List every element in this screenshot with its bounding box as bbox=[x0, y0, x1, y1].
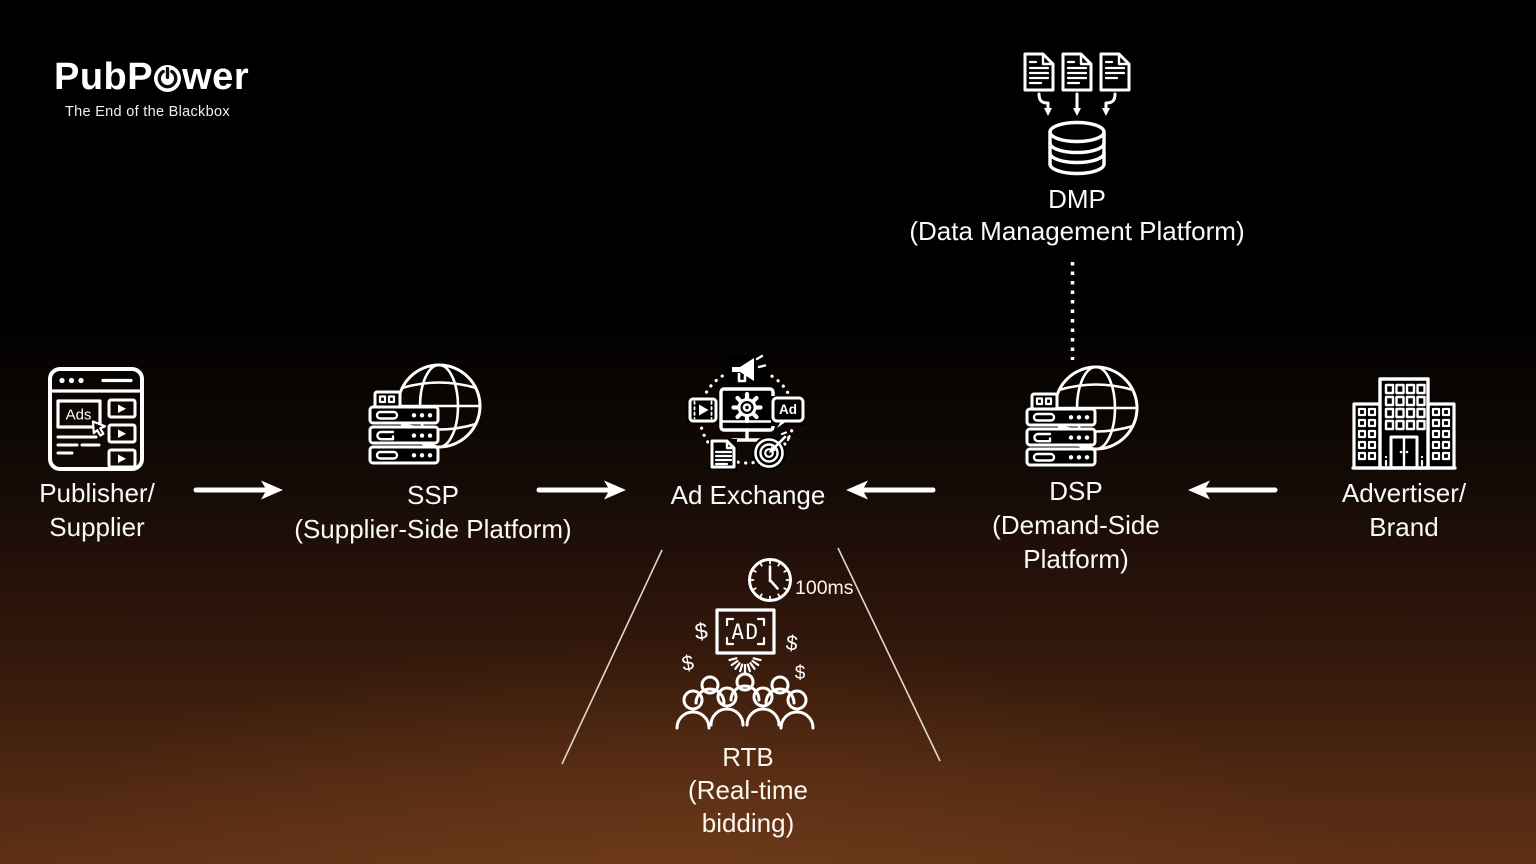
documents-to-database-icon bbox=[1023, 52, 1131, 176]
ssp-label-line2: (Supplier-Side Platform) bbox=[294, 514, 572, 544]
dsp-label: DSP (Demand-Side Platform) bbox=[926, 474, 1226, 576]
document-icon bbox=[1061, 52, 1093, 92]
down-arrow-icon bbox=[1037, 92, 1117, 116]
publisher-label: Publisher/ Supplier bbox=[0, 476, 202, 544]
dsp-label-line3: Platform) bbox=[1023, 544, 1129, 574]
publisher-label-line2: Supplier bbox=[49, 512, 145, 542]
document-icon bbox=[1099, 52, 1131, 92]
browser-ads-icon: Ads bbox=[48, 367, 144, 471]
cursor-icon bbox=[91, 420, 107, 437]
svg-text:$: $ bbox=[693, 617, 709, 644]
svg-text:$: $ bbox=[795, 663, 806, 684]
office-building-icon bbox=[1351, 377, 1457, 470]
ssp-label: SSP (Supplier-Side Platform) bbox=[258, 478, 608, 546]
dollar-sign-icon: $ $ $ $ bbox=[680, 617, 806, 684]
svg-text:$: $ bbox=[785, 631, 799, 655]
clock-icon bbox=[748, 558, 792, 602]
adtech-hub-icon: Ad bbox=[687, 354, 805, 470]
ad-sign-text: AD bbox=[731, 620, 759, 644]
logo-tagline: The End of the Blackbox bbox=[65, 104, 230, 120]
video-ad-icon bbox=[687, 396, 719, 424]
latency-value: 100ms bbox=[795, 577, 854, 599]
rtb-label-line1: RTB bbox=[722, 742, 774, 772]
rays-icon bbox=[728, 657, 762, 674]
logo-text-suffix: wer bbox=[182, 56, 250, 98]
ads-badge-text: Ads bbox=[66, 407, 92, 424]
ad-sign-icon: AD bbox=[715, 608, 776, 655]
rtb-label-line3: bidding) bbox=[701, 808, 795, 838]
dmp-title: DMP bbox=[1048, 184, 1106, 214]
rtb-label: RTB (Real-time bidding) bbox=[628, 741, 868, 840]
database-icon bbox=[1048, 120, 1106, 176]
target-dart-icon bbox=[752, 431, 791, 470]
crowd-icon bbox=[675, 672, 815, 730]
advertiser-label: Advertiser/ Brand bbox=[1302, 476, 1506, 544]
publisher-label-line1: Publisher/ bbox=[39, 478, 155, 508]
document-icon bbox=[1023, 52, 1055, 92]
power-icon bbox=[154, 65, 182, 92]
dmp-subtitle: (Data Management Platform) bbox=[909, 216, 1245, 246]
ad-bubble-text: Ad bbox=[779, 402, 797, 417]
advertiser-label-line1: Advertiser/ bbox=[1341, 478, 1467, 508]
dsp-label-line2: (Demand-Side bbox=[992, 510, 1160, 540]
server-globe-icon bbox=[1025, 365, 1139, 467]
logo-text-prefix: PubP bbox=[54, 56, 154, 98]
rtb-label-line2: (Real-time bbox=[688, 775, 808, 805]
advertiser-label-line2: Brand bbox=[1369, 512, 1439, 542]
svg-text:$: $ bbox=[680, 651, 696, 676]
ad-exchange-label: Ad Exchange bbox=[628, 478, 868, 512]
document-icon bbox=[709, 439, 737, 470]
dmp-dsp-dotted-connector bbox=[1070, 262, 1075, 360]
ad-bubble-icon: Ad bbox=[771, 396, 805, 428]
ad-auction-crowd-icon: AD $ $ $ $ bbox=[675, 608, 815, 730]
door-icon bbox=[1384, 435, 1424, 470]
dsp-label-line1: DSP bbox=[1049, 476, 1103, 506]
ssp-label-line1: SSP bbox=[406, 480, 460, 510]
megaphone-icon bbox=[727, 354, 769, 385]
rtb-expansion-lines bbox=[561, 547, 941, 765]
logo-wordmark: PubP wer bbox=[54, 56, 249, 99]
server-globe-icon bbox=[368, 363, 482, 465]
pubpower-logo: PubP wer The End of the Blackbox bbox=[54, 56, 249, 120]
monitor-gear-icon bbox=[719, 387, 775, 442]
ad-exchange-label-line1: Ad Exchange bbox=[670, 480, 826, 510]
